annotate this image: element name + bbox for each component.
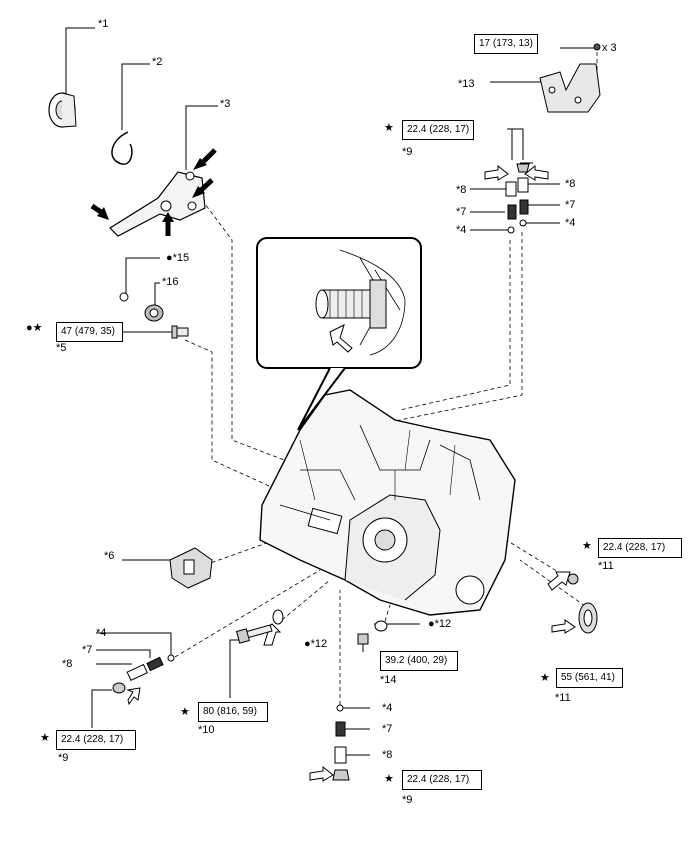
bolt-14-part	[357, 633, 369, 645]
callout-4-top-left: *4	[456, 224, 467, 236]
leader-lines	[65, 27, 596, 756]
callout-8-bottom: *8	[382, 749, 393, 761]
star-9-top: ★	[384, 122, 394, 134]
callout-7-top-left: *7	[456, 206, 467, 218]
callout-8-left: *8	[62, 658, 73, 670]
plunger-bottom-part	[334, 746, 347, 764]
callout-9-bottom: *9	[402, 794, 413, 806]
clip-part	[111, 131, 133, 165]
callout-12-left: ●*12	[304, 638, 328, 650]
snap-ring-part	[119, 292, 129, 302]
star-10: ★	[180, 706, 190, 718]
callout-14: *14	[380, 674, 397, 686]
gasket-12b-part	[374, 620, 388, 632]
gasket-12-part	[272, 609, 284, 625]
plug-top-part	[516, 163, 530, 173]
lower-left-parts	[112, 654, 175, 694]
dot-symbol: ●	[166, 252, 173, 264]
callout-12-right: ●*12	[428, 618, 452, 630]
ball-right-part	[507, 219, 527, 234]
torque-box-14: 39.2 (400, 29)	[380, 651, 458, 671]
torque-box-9-top: 22.4 (228, 17)	[402, 120, 475, 140]
star-9-bottom: ★	[384, 773, 394, 785]
transaxle-case	[259, 389, 516, 616]
callout-2: *2	[152, 56, 163, 68]
callout-3: *3	[220, 98, 231, 110]
dashed-assembly-lines	[174, 52, 598, 705]
callout-4-bottom: *4	[382, 702, 393, 714]
callout-16: *16	[162, 276, 179, 288]
release-fork-part	[90, 148, 217, 237]
callout-8-top-left: *8	[456, 184, 467, 196]
cover-part	[169, 547, 213, 589]
callout-9-top: *9	[402, 146, 413, 158]
callout-8-top-right: *8	[565, 178, 576, 190]
spring-bottom-part	[335, 721, 346, 737]
torque-box-5: 47 (479, 35)	[56, 322, 123, 342]
star-11-lower: ★	[540, 672, 550, 684]
callout-4-left: *4	[96, 627, 107, 639]
callout-5: *5	[56, 342, 67, 354]
callout-7-left: *7	[82, 644, 93, 656]
bolt-x3-part	[593, 43, 601, 51]
callout-6: *6	[104, 550, 115, 562]
spring-right-part	[507, 199, 529, 220]
callout-1: *1	[98, 18, 109, 30]
plunger-right-part	[505, 177, 529, 197]
plug-part	[144, 304, 164, 322]
release-bearing-part	[48, 92, 77, 128]
torque-box-10: 80 (816, 59)	[198, 702, 268, 722]
callout-4-top-right: *4	[565, 217, 576, 229]
torque-box-9-left: 22.4 (228, 17)	[56, 730, 136, 750]
bolt-10-part	[236, 624, 273, 644]
star-11-upper: ★	[582, 540, 592, 552]
input-shaft-detail-view	[256, 237, 422, 431]
bracket-part	[539, 63, 601, 113]
callout-7-bottom: *7	[382, 723, 393, 735]
torque-box-11-upper: 22.4 (228, 17)	[598, 538, 682, 558]
oil-seal-part	[578, 602, 598, 634]
torque-box-13: 17 (173, 13)	[474, 34, 538, 54]
callout-15: ●*15	[166, 252, 190, 264]
plug-bottom-part	[332, 769, 350, 781]
callout-9-left: *9	[58, 752, 69, 764]
screw-plug-right-part	[567, 573, 579, 585]
bolt-quantity: x 3	[602, 42, 617, 54]
callout-11-upper: *11	[598, 560, 614, 572]
torque-box-9-bottom: 22.4 (228, 17)	[402, 770, 482, 790]
torque-box-11-lower: 55 (561, 41)	[556, 668, 623, 688]
star-9-left: ★	[40, 732, 50, 744]
callout-13: *13	[458, 78, 475, 90]
dot-star-symbol: ●★	[26, 322, 43, 334]
callout-11-lower: *11	[555, 692, 571, 704]
callout-10: *10	[198, 724, 215, 736]
callout-7-top-right: *7	[565, 199, 576, 211]
drain-bolt-part	[171, 325, 189, 339]
ball-bottom-part	[336, 704, 344, 712]
